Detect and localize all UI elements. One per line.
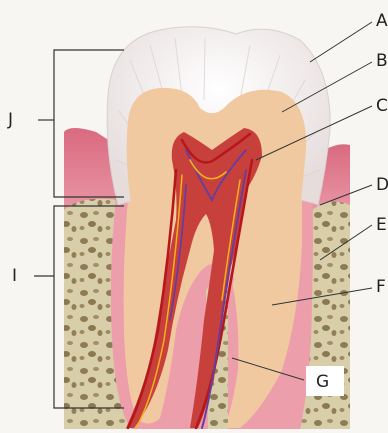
label-j: J: [7, 110, 13, 130]
label-e: E: [376, 215, 387, 235]
label-b: B: [376, 51, 388, 71]
label-f: F: [376, 277, 386, 297]
label-d: D: [376, 175, 388, 195]
label-g: G: [316, 372, 329, 392]
label-c: C: [376, 96, 388, 116]
label-a: A: [376, 11, 388, 31]
label-i: I: [12, 266, 17, 286]
